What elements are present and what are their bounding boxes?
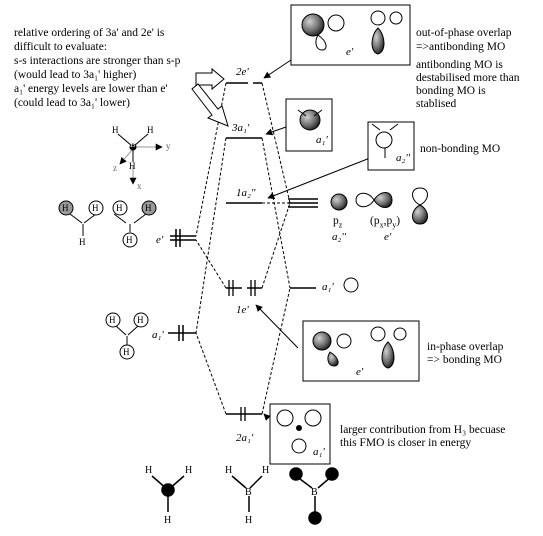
left-fragment-levels	[168, 229, 196, 341]
atom-b-b1: B	[245, 487, 252, 498]
note-nonbonding: non-bonding MO	[420, 143, 501, 155]
boron-p-orbitals	[330, 187, 428, 293]
axes-diagram	[117, 133, 163, 185]
box-nonbonding-a2	[367, 121, 415, 171]
note-destab-3: bonding MO is	[416, 85, 486, 97]
px-orbital	[373, 192, 393, 208]
electrons-2a1	[240, 407, 246, 421]
label-right-a1: a₁'	[322, 281, 334, 293]
atom-b-b2: B	[311, 487, 318, 498]
pz-sub: z	[338, 220, 343, 230]
atom-h-b5: H	[262, 465, 270, 476]
box-bonding-e	[302, 320, 420, 382]
atom-b-axis: B	[130, 140, 136, 149]
atom-h-b3: H	[164, 515, 172, 526]
atom-h-9: H	[123, 347, 130, 357]
note-destab-1: antibonding MO is	[416, 59, 503, 71]
atom-h-axis-3: H	[129, 161, 136, 171]
atom-h-axis-2: H	[147, 125, 154, 135]
label-1a2pp: 1a₂''	[236, 187, 256, 199]
atom-h-b1: H	[145, 465, 153, 476]
label-1e: 1e'	[236, 304, 249, 316]
label-left-e: e'	[156, 234, 164, 246]
h3-a1-orbital	[105, 312, 149, 360]
intro-line-6: (could lead to 3a₁' lower)	[14, 97, 130, 109]
atom-h-7: H	[109, 315, 116, 325]
box-label-e-bottom: e'	[356, 366, 364, 378]
pxy-open: (p	[370, 215, 380, 227]
atom-h-8: H	[137, 315, 144, 325]
note-destab-4: stablised	[416, 98, 457, 110]
right-fragment-levels	[288, 198, 318, 289]
box-label-a1-top: a₁'	[316, 134, 328, 146]
box-antibonding-e	[290, 4, 411, 66]
atom-h-6: H	[126, 235, 133, 245]
pz-text: p	[333, 215, 339, 227]
note-larger-1: larger contribution from H₃ becuase	[340, 424, 506, 436]
note-bonding-2: => bonding MO	[427, 354, 502, 366]
py-orbital	[412, 187, 428, 206]
label-left-a1: a₁'	[152, 329, 164, 341]
pointer-arrows	[255, 59, 371, 421]
note-destab-2: destabilised more than	[416, 72, 520, 84]
axis-y: y	[166, 141, 171, 151]
pxy-close: )	[396, 215, 401, 227]
orbital-pz-sym: a₂''	[332, 231, 347, 243]
note-larger-2: this FMO is closer in energy	[340, 437, 472, 449]
atom-h-2: H	[92, 203, 99, 213]
label-2e: 2e'	[236, 66, 249, 78]
box-label-a2pp: a₂''	[396, 152, 411, 164]
pxy-mid: ,p	[383, 215, 393, 227]
label-2a1: 2a₁'	[236, 432, 254, 444]
box-label-a1-bottom: a₁'	[313, 446, 325, 458]
atom-h-4: H	[116, 203, 123, 213]
electrons-1e	[228, 280, 256, 296]
intro-line-5: a₁' energy levels are lower than e'	[14, 83, 168, 95]
pz-orbital	[330, 193, 348, 211]
atom-h-b6: H	[245, 515, 253, 526]
intro-line-4: (would lead to 3a₁' higher)	[14, 69, 137, 81]
box-bonding-a1	[269, 403, 331, 465]
py-sub: y	[392, 220, 397, 230]
atom-h-b4: H	[225, 465, 233, 476]
axis-z: z	[113, 163, 117, 173]
atom-h-5: H	[145, 203, 152, 213]
label-3a1: 3a₁'	[232, 122, 250, 134]
axis-x: x	[137, 181, 142, 191]
atom-h-b2: H	[185, 465, 193, 476]
intro-line-3: s-s interactions are stronger than s-p	[14, 55, 181, 67]
orbital-pxy-label: (px,py)	[370, 215, 401, 230]
open-arrows	[191, 67, 229, 127]
b-s-orbital	[343, 277, 359, 293]
px-sub: x	[379, 220, 384, 230]
atom-h-1: H	[62, 203, 69, 213]
orbital-pxy-sym: e'	[384, 231, 392, 243]
intro-line-1: relative ordering of 3a' and 2e' is	[14, 27, 165, 39]
atom-h-axis-1: H	[112, 125, 119, 135]
box-antibonding-a1	[285, 98, 333, 152]
bottom-molecules	[151, 467, 339, 525]
note-bonding-1: in-phase overlap	[427, 341, 504, 353]
note-antibonding-2: =>antibonding MO	[416, 41, 506, 53]
box-label-e-top: e'	[346, 46, 354, 58]
note-antibonding-1: out-of-phase overlap	[416, 27, 512, 39]
atom-h-3: H	[79, 237, 86, 247]
intro-line-2: difficult to evaluate:	[14, 41, 108, 53]
h3-e-orbitals	[58, 200, 157, 248]
orbital-pz-label: pz	[333, 215, 343, 230]
